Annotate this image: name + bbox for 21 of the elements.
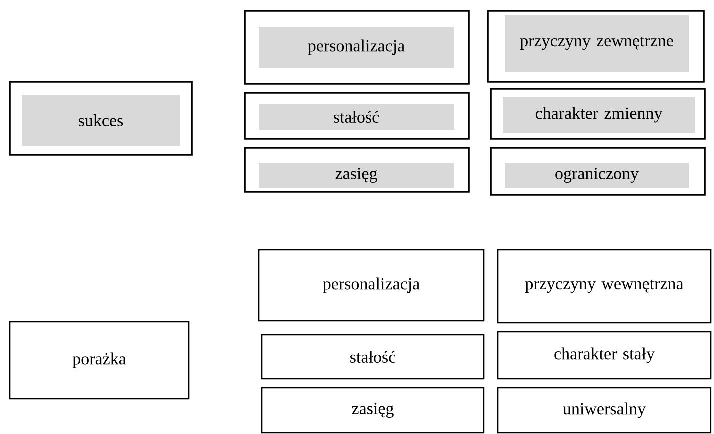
box-frame xyxy=(244,147,470,193)
text-box: zasięg xyxy=(261,387,485,434)
text-box: stałość xyxy=(261,334,485,380)
box-frame xyxy=(490,147,706,196)
box-frame xyxy=(9,81,193,156)
label-band: stałość xyxy=(259,104,454,130)
label-band: charakter zmienny xyxy=(503,97,695,133)
text-box: przyczyny wewnętrzna xyxy=(497,249,712,324)
box-frame xyxy=(244,10,470,85)
label-band: przyczyny zewnętrzne xyxy=(505,15,689,72)
box-frame xyxy=(490,88,706,140)
text-box: personalizacja xyxy=(258,249,485,322)
text-box: uniwersalny xyxy=(497,387,712,434)
box-frame xyxy=(244,92,470,140)
label-band: ograniczony xyxy=(505,163,689,188)
label-band: personalizacja xyxy=(259,27,454,68)
label-band: sukces xyxy=(22,95,180,146)
text-box: charakter stały xyxy=(497,331,712,380)
box-frame xyxy=(487,10,705,83)
label-band: zasięg xyxy=(259,163,454,188)
text-box: porażka xyxy=(9,321,190,400)
